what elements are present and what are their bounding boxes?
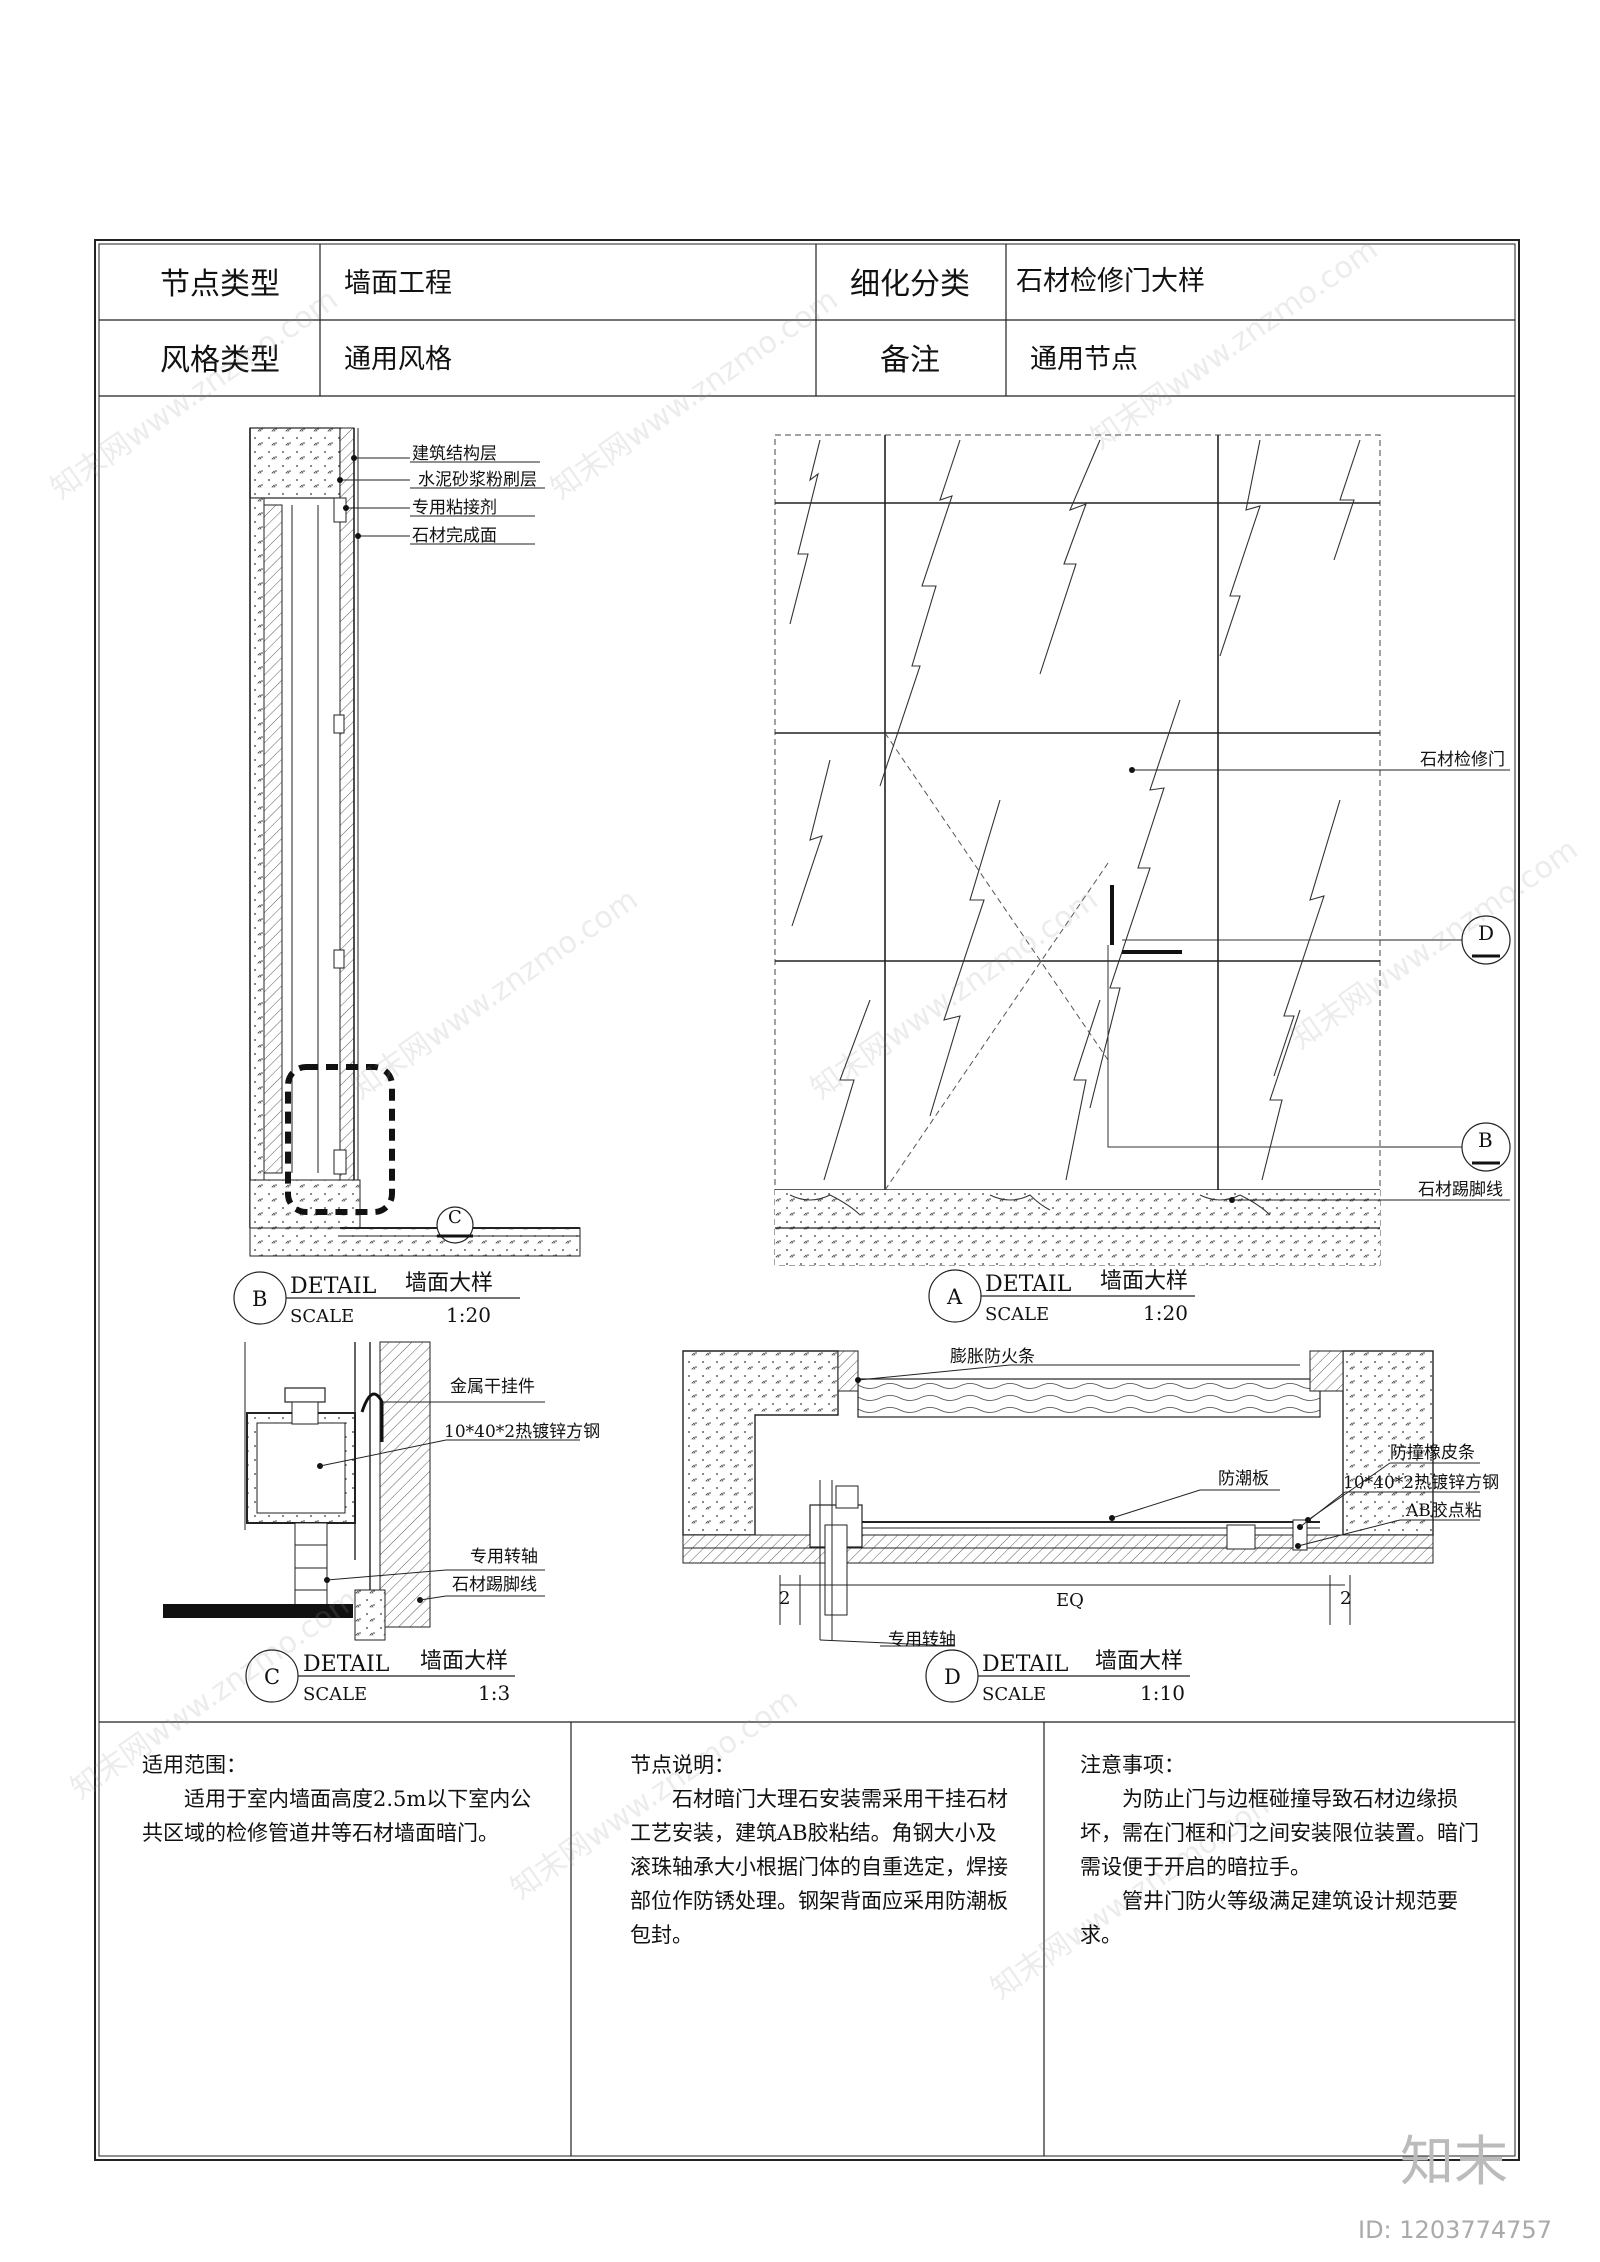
section-mark-d: D xyxy=(1478,921,1494,945)
header-label-category: 细化分类 xyxy=(850,267,970,302)
notes-scope-body: 适用于室内墙面高度2.5m以下室内公共区域的检修管道井等石材墙面暗门。 xyxy=(142,1787,532,1845)
dim-d-eq: EQ xyxy=(1056,1590,1084,1611)
section-mark-b: B xyxy=(1478,1128,1493,1152)
callout-c-4: 石材踢脚线 xyxy=(452,1575,537,1595)
callout-d-3: 防潮板 xyxy=(1218,1469,1269,1489)
header-value-wall-works: 墙面工程 xyxy=(344,268,452,299)
dim-d-right: 2 xyxy=(1340,1588,1351,1609)
detail-b-title: DETAIL xyxy=(290,1274,377,1299)
notes-explain: 节点说明： 石材暗门大理石安装需采用干挂石材工艺安装，建筑AB胶粘结。角钢大小及… xyxy=(630,1748,1008,1952)
watermark-text: 知末网www.znzmo.com xyxy=(345,882,645,1107)
header-value-category: 石材检修门大样 xyxy=(1016,266,1205,297)
callout-b-3: 专用粘接剂 xyxy=(412,498,497,518)
header-label-remarks: 备注 xyxy=(880,343,940,378)
callout-d-6: 专用转轴 xyxy=(888,1630,956,1650)
detail-b-scale-label: SCALE xyxy=(290,1306,354,1327)
section-mark-c: C xyxy=(448,1207,462,1228)
callout-b-1: 建筑结构层 xyxy=(412,444,497,464)
detail-b-marker: B xyxy=(252,1287,267,1311)
header-table: 节点类型 墙面工程 细化分类 石材检修门大样 风格类型 通用风格 备注 通用节点 xyxy=(99,244,1515,397)
detail-b-scale: 1:20 xyxy=(446,1303,491,1327)
detail-c-title: DETAIL xyxy=(303,1652,390,1677)
watermark-text: 知末网www.znzmo.com xyxy=(545,282,845,507)
callout-d-2: 防撞橡皮条 xyxy=(1390,1443,1475,1463)
notes-caution-body-1: 为防止门与边框碰撞导致石材边缘损坏，需在门框和门之间安装限位装置。暗门需设便于开… xyxy=(1080,1787,1479,1879)
callout-b-4: 石材完成面 xyxy=(412,526,497,546)
callout-a-1: 石材检修门 xyxy=(1420,750,1505,770)
dim-d-left: 2 xyxy=(779,1588,790,1609)
notes-caution-body-2: 管井门防火等级满足建筑设计规范要求。 xyxy=(1080,1889,1458,1947)
callout-a-2: 石材踢脚线 xyxy=(1418,1180,1503,1200)
detail-a-drawing: 石材检修门 石材踢脚线 D B A DETAIL 墙面大样 SCALE 1:20 xyxy=(774,434,1511,1325)
notes-caution: 注意事项： 为防止门与边框碰撞导致石材边缘损坏，需在门框和门之间安装限位装置。暗… xyxy=(1080,1748,1480,1952)
detail-d-title-cn: 墙面大样 xyxy=(1095,1649,1183,1674)
header-label-node-type: 节点类型 xyxy=(160,267,280,302)
detail-a-scale: 1:20 xyxy=(1143,1301,1188,1325)
detail-c-drawing: 金属干挂件 10*40*2热镀锌方钢 专用转轴 石材踢脚线 C DETAIL 墙… xyxy=(163,1341,600,1705)
detail-d-marker: D xyxy=(944,1665,961,1689)
watermark-text: 知末网www.znzmo.com xyxy=(805,882,1105,1107)
notes-explain-body: 石材暗门大理石安装需采用干挂石材工艺安装，建筑AB胶粘结。角钢大小及滚珠轴承大小… xyxy=(630,1787,1008,1947)
detail-c-scale: 1:3 xyxy=(478,1681,510,1705)
callout-d-4: 10*40*2热镀锌方钢 xyxy=(1343,1473,1499,1493)
callout-d-5: AB胶点粘 xyxy=(1405,1501,1482,1521)
detail-d-scale-label: SCALE xyxy=(982,1684,1046,1705)
callout-c-1: 金属干挂件 xyxy=(450,1377,535,1397)
notes-scope-heading: 适用范围： xyxy=(142,1753,247,1777)
callout-c-3: 专用转轴 xyxy=(470,1547,538,1567)
watermark-id: ID: 1203774757 xyxy=(1358,2216,1552,2244)
callout-b-2: 水泥砂浆粉刷层 xyxy=(418,470,537,490)
header-value-remarks: 通用节点 xyxy=(1030,344,1138,375)
header-value-style: 通用风格 xyxy=(344,344,452,375)
watermark-text: 知末网www.znzmo.com xyxy=(1285,832,1585,1057)
detail-c-marker: C xyxy=(264,1665,280,1689)
callout-c-2: 10*40*2热镀锌方钢 xyxy=(444,1422,600,1442)
detail-a-marker: A xyxy=(946,1285,963,1309)
detail-b-title-cn: 墙面大样 xyxy=(405,1271,493,1296)
detail-a-scale-label: SCALE xyxy=(985,1304,1049,1325)
detail-b-drawing: 建筑结构层 水泥砂浆粉刷层 专用粘接剂 石材完成面 C B DETAIL 墙面大… xyxy=(233,427,581,1327)
detail-d-drawing: 膨胀防火条 防潮板 防撞橡皮条 10*40*2热镀锌方钢 AB胶点粘 2 EQ … xyxy=(682,1347,1499,1705)
detail-d-title: DETAIL xyxy=(982,1652,1069,1677)
notes-scope: 适用范围： 适用于室内墙面高度2.5m以下室内公共区域的检修管道井等石材墙面暗门… xyxy=(142,1748,542,1850)
callout-d-1: 膨胀防火条 xyxy=(950,1347,1035,1367)
watermark-logo: 知末 xyxy=(1400,2130,1508,2193)
detail-c-scale-label: SCALE xyxy=(303,1684,367,1705)
notes-explain-heading: 节点说明： xyxy=(630,1753,735,1777)
detail-a-title-cn: 墙面大样 xyxy=(1100,1269,1188,1294)
header-label-style: 风格类型 xyxy=(160,343,280,378)
detail-a-title: DETAIL xyxy=(985,1272,1072,1297)
detail-d-scale: 1:10 xyxy=(1140,1681,1185,1705)
notes-caution-heading: 注意事项： xyxy=(1080,1753,1185,1777)
detail-c-title-cn: 墙面大样 xyxy=(420,1649,508,1674)
